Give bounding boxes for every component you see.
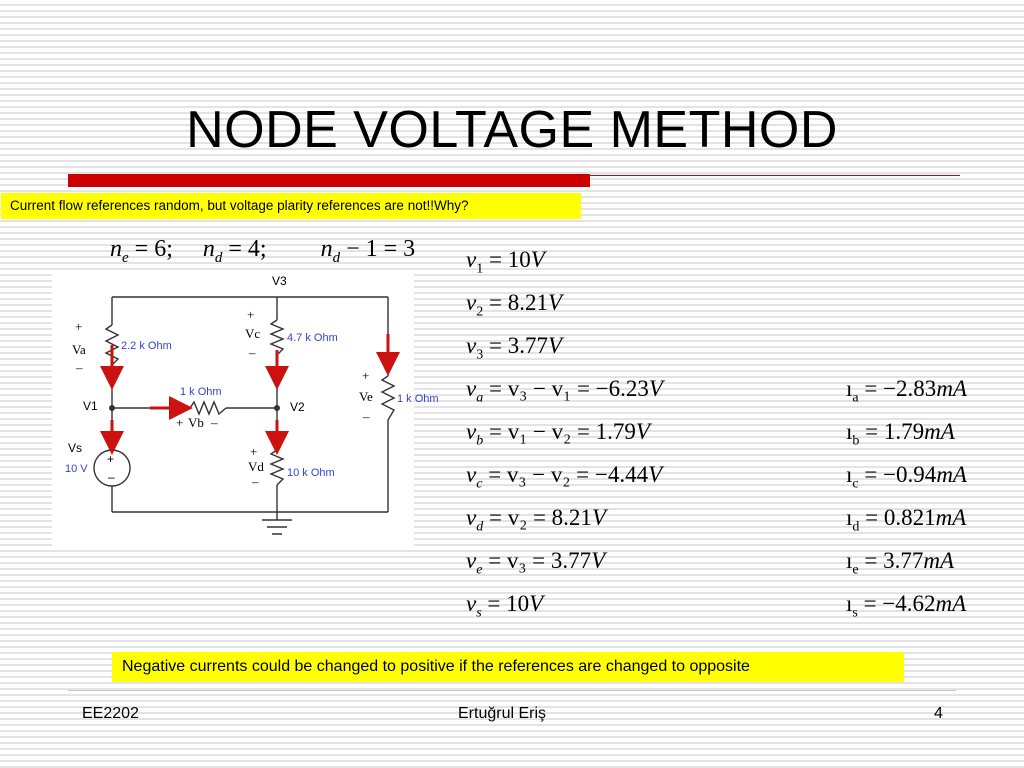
vd-label: Vd [248,459,264,474]
source-name-label: Vs [68,441,82,455]
vb-minus: – [210,415,218,430]
ground-symbol [262,519,292,535]
node-label-v2: V2 [290,400,305,414]
footer-author: Ertuğrul Eriş [458,705,547,722]
source-plus: + [107,452,114,466]
vc-minus: – [248,345,256,360]
resistor-a-label: 2.2 k Ohm [121,340,172,352]
voltage-eq-a: va = v₃ − v₁ = −6.23V [466,376,663,406]
voltage-eq-1: v1 = 10V [466,247,545,277]
ve-label: Ve [359,389,373,404]
note-top: Current flow references random, but volt… [1,193,581,219]
vb-plus: + [176,415,183,430]
voltage-eq-d: vd = v₂ = 8.21V [466,505,606,535]
node-dot-v1 [109,405,115,411]
current-eq-a: ıa = −2.83mA [846,376,967,406]
ve-plus: + [362,368,369,383]
voltage-eq-e: ve = v₃ = 3.77V [466,548,606,578]
footer-divider [68,690,956,691]
resistor-e [380,375,396,421]
source-value-label: 10 V [65,463,88,475]
current-eq-c: ıc = −0.94mA [846,462,967,492]
va-minus: – [75,360,83,375]
vd-plus: + [250,444,257,459]
voltage-eq-s: vs = 10V [466,591,544,621]
resistor-e-label: 1 k Ohm [397,393,439,405]
resistor-b-label: 1 k Ohm [180,386,222,398]
vd-minus: – [251,474,259,489]
node-dot-v2 [274,405,280,411]
va-plus: + [75,319,82,334]
vb-label: Vb [188,415,204,430]
voltage-eq-3: v3 = 3.77V [466,333,563,363]
title-underline-red [68,174,590,187]
source-minus: – [108,470,115,484]
current-eq-b: ıb = 1.79mA [846,419,955,449]
resistor-c [269,319,285,356]
ve-minus: – [362,409,370,424]
footer-page-number: 4 [934,705,943,722]
node-label-v3: V3 [272,274,287,288]
resistor-c-label: 4.7 k Ohm [287,332,338,344]
node-count-equation: ne = 6; nd = 4; nd − 1 = 3 [110,236,416,266]
vc-label: Vc [245,326,260,341]
voltage-eq-c: vc = v₃ − v₂ = −4.44V [466,462,663,492]
node-label-v1: V1 [83,399,98,413]
current-eq-s: ıs = −4.62mA [846,591,967,621]
resistor-d [269,449,285,486]
resistor-b [189,400,227,416]
note-bottom: Negative currents could be changed to po… [112,652,904,682]
footer-course-code: EE2202 [82,705,139,722]
slide-title: NODE VOLTAGE METHOD [186,101,838,159]
voltage-eq-b: vb = v₁ − v₂ = 1.79V [466,419,650,449]
voltage-eq-2: v2 = 8.21V [466,290,563,320]
resistor-a [104,324,120,366]
resistor-d-label: 10 k Ohm [287,467,335,479]
vc-plus: + [247,307,254,322]
va-label: Va [72,342,86,357]
current-eq-d: ıd = 0.821mA [846,505,967,535]
current-eq-e: ıe = 3.77mA [846,548,955,578]
title-underline-thin [590,175,960,176]
